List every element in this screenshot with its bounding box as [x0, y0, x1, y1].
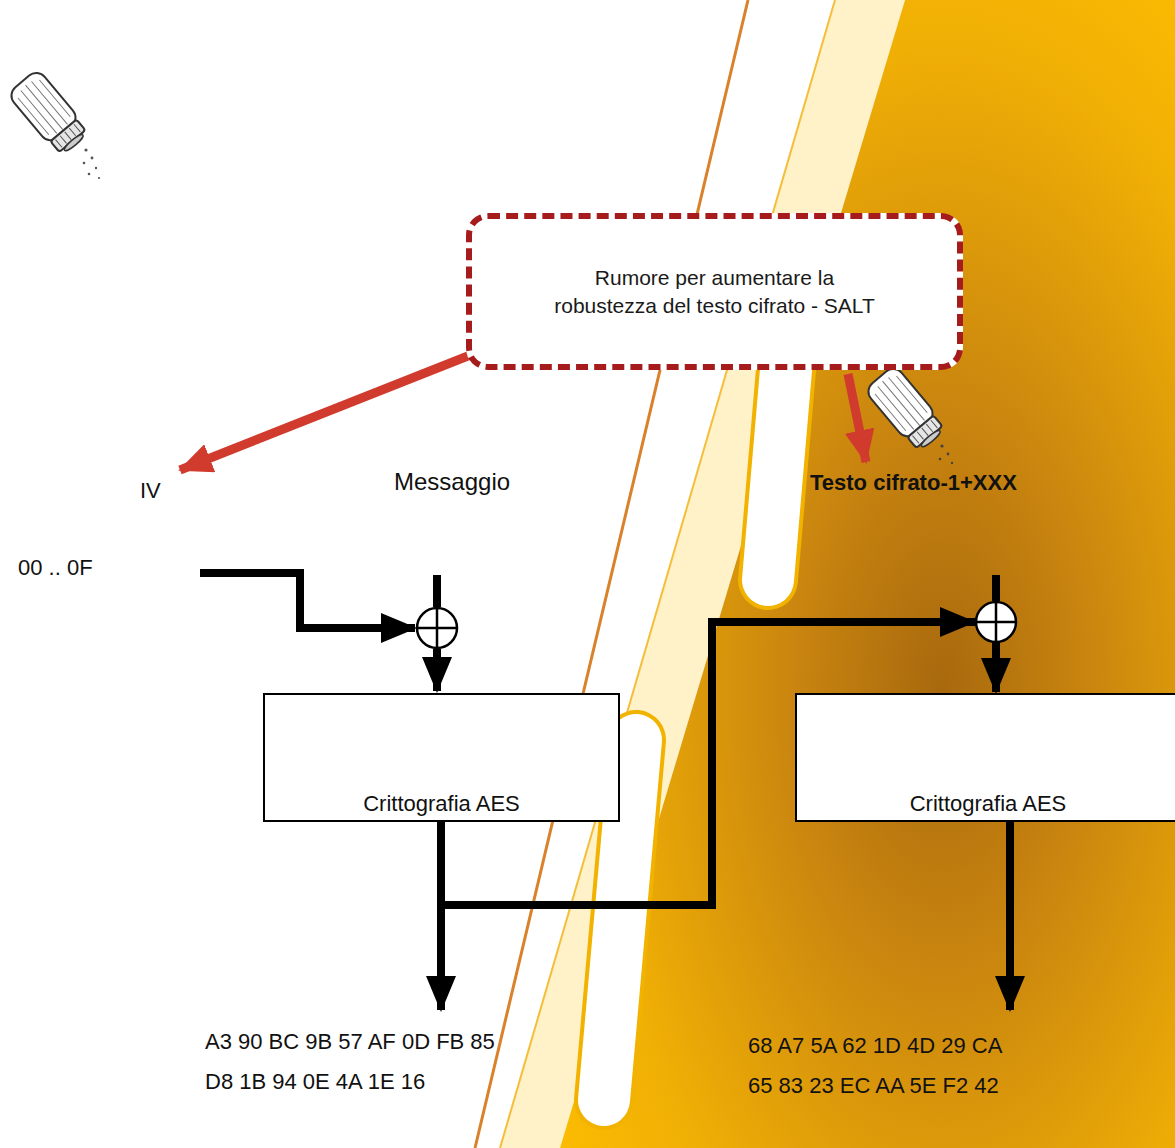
xor-symbol — [417, 608, 457, 648]
process-box: Crittografia AES — [795, 693, 1175, 822]
stripe-line — [475, 0, 748, 1148]
hex-output: 68 A7 5A 62 1D 4D 29 CA 65 83 23 EC AA 5… — [748, 1026, 1020, 1105]
xor-symbol — [976, 602, 1016, 642]
stripe-line — [500, 0, 835, 1148]
xor-out-wire — [433, 649, 441, 691]
signal-name: IV — [140, 478, 161, 504]
salt-shaker — [7, 69, 91, 158]
salt-grains — [939, 444, 954, 464]
process-box: Crittografia AES — [263, 693, 620, 822]
orange-band — [560, 0, 1175, 1148]
message-wire — [433, 575, 441, 607]
box-label: Crittografia AES — [910, 791, 1067, 817]
hex-output: A3 90 BC 9B 57 AF 0D FB 85 D8 1B 94 0E 4… — [205, 1022, 510, 1101]
iv-wire — [200, 573, 415, 628]
callout-arrow — [180, 352, 478, 470]
callout-text: Rumore per aumentare la robustezza del t… — [547, 264, 882, 319]
box-label: Crittografia AES — [363, 791, 520, 817]
signal-name: Messaggio — [394, 468, 510, 497]
callout-box: Rumore per aumentare la robustezza del t… — [466, 213, 963, 370]
ciphertext-wire — [992, 575, 1000, 601]
callout-arrow — [848, 374, 866, 462]
salt-shaker — [864, 365, 948, 454]
output-wire — [1006, 822, 1014, 1010]
value-label: 00 .. 0F — [18, 555, 93, 581]
salt-grains — [83, 148, 100, 179]
xor-symbol — [417, 608, 457, 648]
xor-symbol — [976, 602, 1016, 642]
signal-name: Testo cifrato-1+XXX — [810, 470, 1017, 496]
